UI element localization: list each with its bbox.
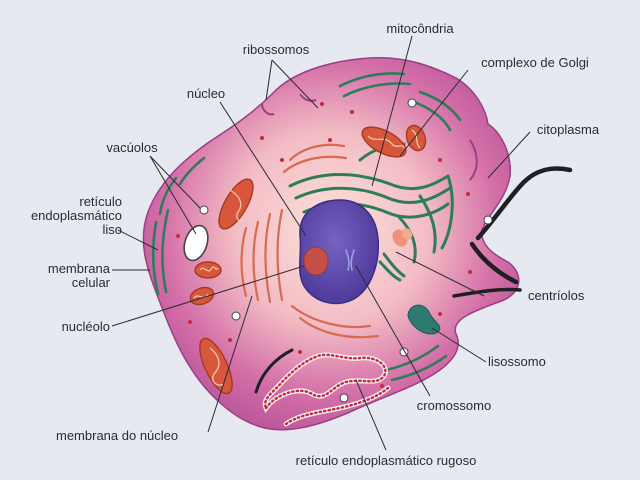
- label-membrana-nucleo: membrana do núcleo: [56, 428, 178, 443]
- label-nucleo: núcleo: [187, 86, 225, 101]
- label-membrana-celular: celular: [72, 275, 111, 290]
- mitochondrion: [218, 178, 254, 230]
- label-centriolos: centríolos: [528, 288, 585, 303]
- label-cromossomo: cromossomo: [417, 398, 491, 413]
- smooth-er-outer: [178, 156, 206, 186]
- rough-er-strands: [240, 143, 380, 339]
- vesicle: [339, 393, 349, 403]
- golgi-complex: [288, 142, 454, 264]
- label-citoplasma: citoplasma: [537, 122, 600, 137]
- vesicle: [483, 215, 493, 225]
- centrioles: [378, 228, 413, 282]
- label-mitocondria: mitocôndria: [386, 21, 454, 36]
- chromosome: [345, 249, 355, 271]
- mitochondrion: [199, 337, 233, 395]
- label-lisossomo: lisossomo: [488, 354, 546, 369]
- microtubule: [469, 241, 519, 285]
- ribosomes: [176, 102, 472, 388]
- smooth-er-bottom: [384, 344, 440, 372]
- label-reticulo-liso: retículo: [79, 194, 122, 209]
- lysosome: [407, 304, 441, 335]
- membrane-projection: [299, 93, 317, 102]
- smooth-er-outer: [151, 220, 160, 296]
- mitochondrion: [405, 124, 427, 152]
- smooth-er-top: [338, 72, 406, 88]
- vesicle: [231, 311, 241, 321]
- vacuole: [183, 224, 209, 262]
- microtubule: [254, 348, 294, 394]
- smooth-er-outer: [161, 208, 170, 294]
- label-membrana-celular: membrana: [48, 261, 111, 276]
- label-vacuolos: vacúolos: [106, 140, 158, 155]
- label-complexo-golgi: complexo de Golgi: [481, 55, 589, 70]
- smooth-er-top: [412, 100, 452, 132]
- smooth-er-top: [418, 90, 462, 122]
- smooth-er-bottom: [390, 354, 448, 382]
- nucleolus: [303, 246, 329, 276]
- leader-lines: [111, 35, 531, 451]
- label-nucleolo: nucléolo: [62, 319, 110, 334]
- label-reticulo-liso: liso: [102, 222, 122, 237]
- vesicle: [407, 98, 417, 108]
- membrane-projection: [261, 103, 275, 116]
- mitochondrion: [189, 286, 215, 306]
- microtubule: [452, 287, 522, 298]
- label-ribossomos: ribossomos: [243, 42, 310, 57]
- smooth-er-top: [342, 82, 412, 98]
- label-reticulo-liso: endoplasmático: [31, 208, 122, 223]
- mitochondrion: [194, 261, 222, 279]
- rough-er-large: [262, 352, 391, 427]
- label-reticulo-rugoso: retículo endoplasmático rugoso: [296, 453, 477, 468]
- nucleus: [299, 199, 379, 305]
- vacuole: [199, 205, 209, 215]
- membrane-projection: [469, 139, 478, 181]
